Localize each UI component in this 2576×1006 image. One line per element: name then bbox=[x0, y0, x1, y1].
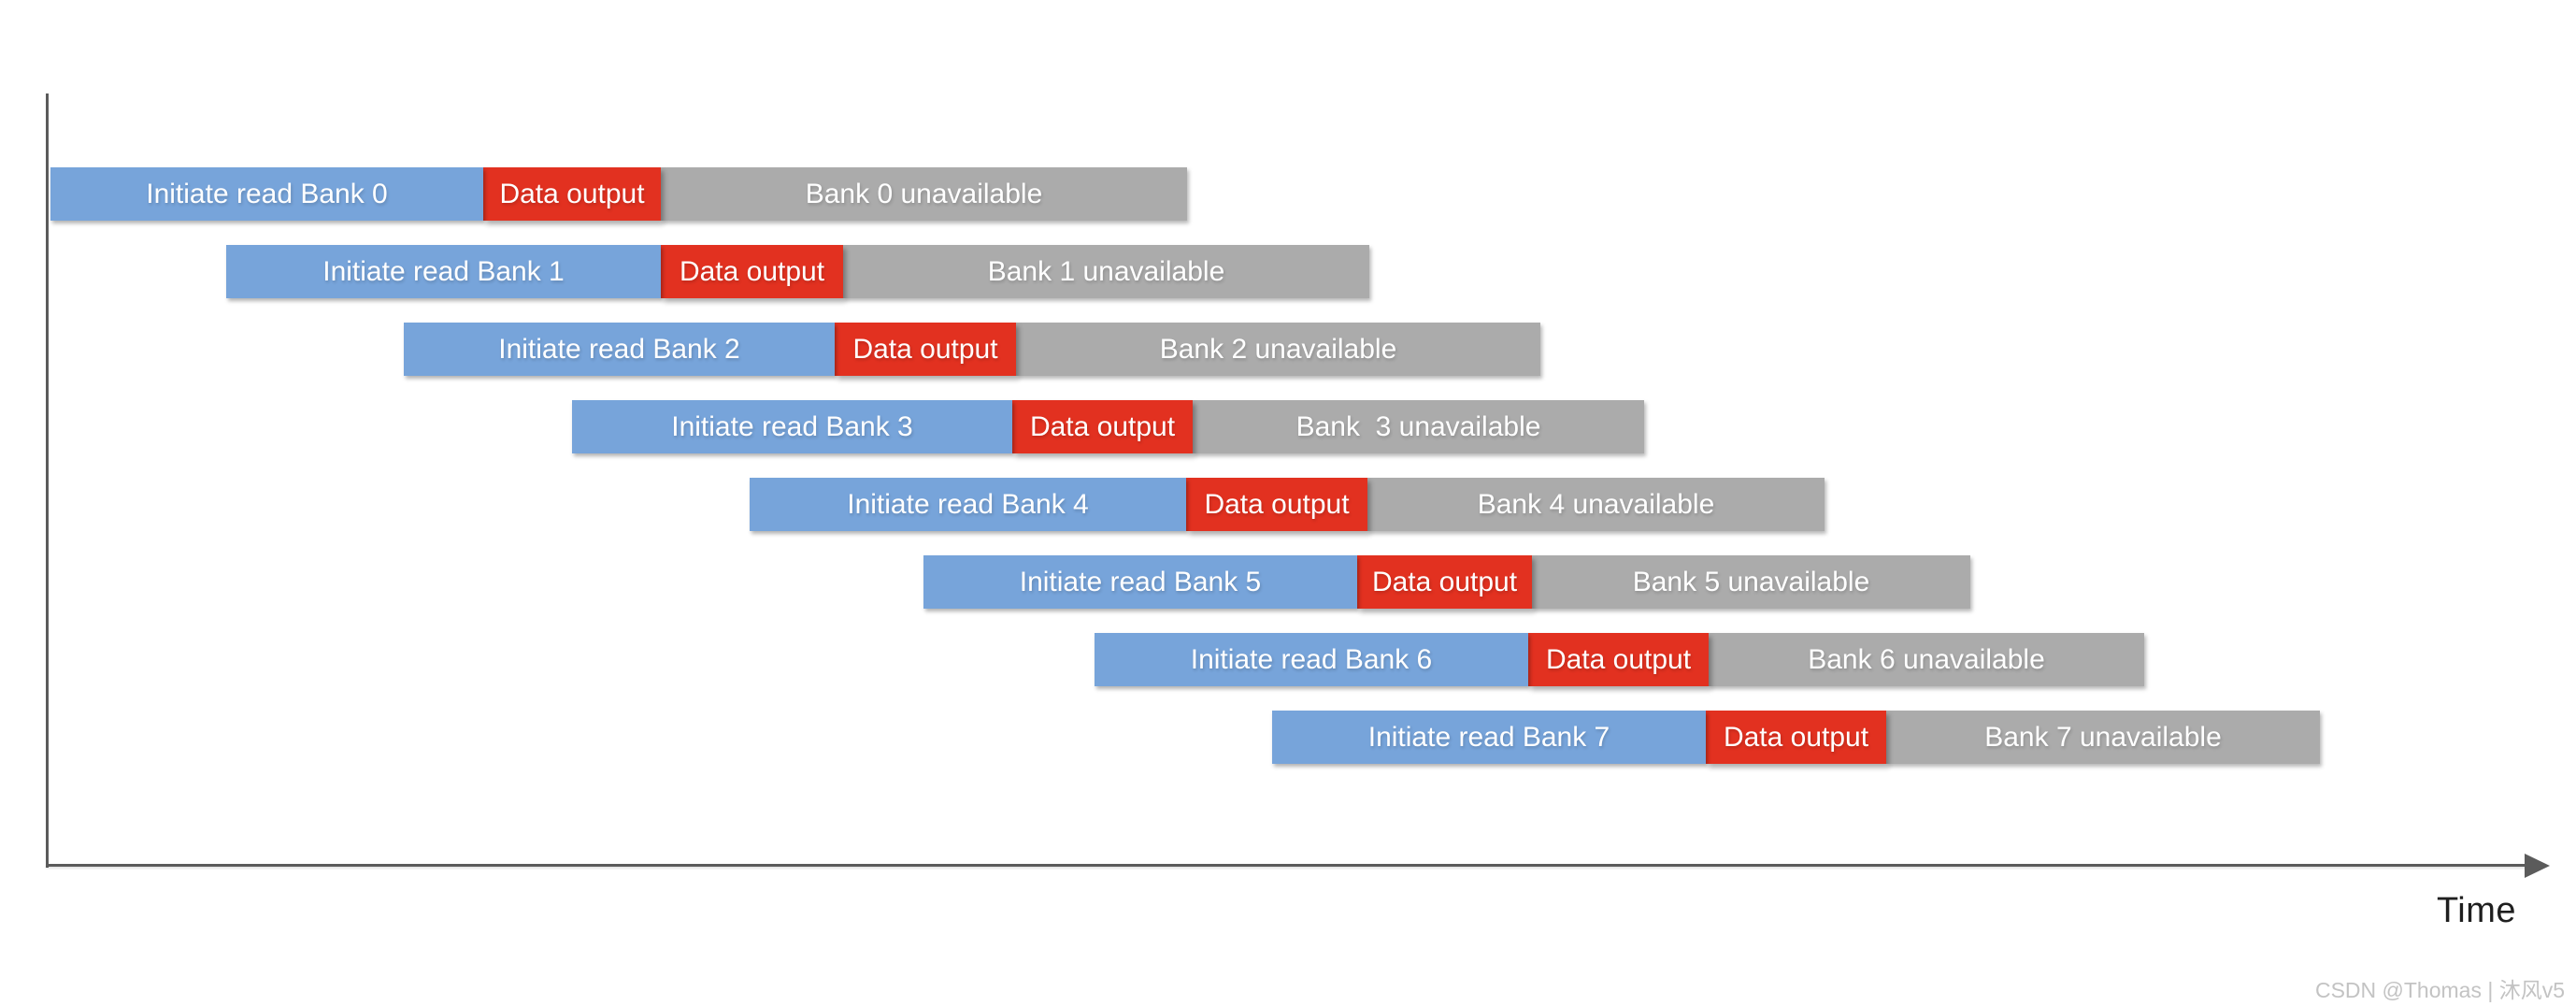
bar-label: Data output bbox=[852, 333, 998, 365]
bar-label: Data output bbox=[1723, 721, 1869, 753]
data-output-bar-bank-1: Data output bbox=[661, 245, 843, 298]
unavailable-bar-bank-6: Bank 6 unavailable bbox=[1709, 633, 2144, 686]
unavailable-bar-bank-5: Bank 5 unavailable bbox=[1532, 555, 1970, 609]
watermark-text: CSDN @Thomas | 沐风v5 bbox=[2314, 978, 2565, 1002]
bar-label: Data output bbox=[1029, 410, 1176, 442]
bar-label: Initiate read Bank 0 bbox=[146, 178, 388, 209]
initiate-read-bar-bank-6: Initiate read Bank 6 bbox=[1095, 633, 1528, 686]
unavailable-bar-bank-1: Bank 1 unavailable bbox=[843, 245, 1369, 298]
bar-label: Initiate read Bank 6 bbox=[1190, 643, 1433, 675]
initiate-read-bar-bank-1: Initiate read Bank 1 bbox=[226, 245, 661, 298]
bar-label: Bank 2 unavailable bbox=[1159, 333, 1397, 365]
data-output-bar-bank-7: Data output bbox=[1706, 711, 1886, 764]
data-output-bar-bank-5: Data output bbox=[1357, 555, 1532, 609]
bar-label: Data output bbox=[1545, 643, 1692, 675]
initiate-read-bar-bank-0: Initiate read Bank 0 bbox=[50, 167, 483, 221]
data-output-bar-bank-3: Data output bbox=[1012, 400, 1193, 453]
bar-label: Initiate read Bank 3 bbox=[671, 410, 913, 442]
bar-label: Data output bbox=[499, 178, 645, 209]
initiate-read-bar-bank-4: Initiate read Bank 4 bbox=[750, 478, 1186, 531]
bar-label: Bank 7 unavailable bbox=[1984, 721, 2222, 753]
unavailable-bar-bank-0: Bank 0 unavailable bbox=[661, 167, 1187, 221]
initiate-read-bar-bank-7: Initiate read Bank 7 bbox=[1272, 711, 1706, 764]
data-output-bar-bank-4: Data output bbox=[1186, 478, 1367, 531]
data-output-bar-bank-6: Data output bbox=[1528, 633, 1709, 686]
initiate-read-bar-bank-5: Initiate read Bank 5 bbox=[923, 555, 1357, 609]
initiate-read-bar-bank-2: Initiate read Bank 2 bbox=[404, 323, 835, 376]
unavailable-bar-bank-7: Bank 7 unavailable bbox=[1886, 711, 2320, 764]
time-axis-line bbox=[46, 864, 2528, 867]
unavailable-bar-bank-3: Bank 3 unavailable bbox=[1193, 400, 1644, 453]
bar-label: Bank 0 unavailable bbox=[805, 178, 1043, 209]
bar-label: Bank 6 unavailable bbox=[1808, 643, 2045, 675]
bar-label: Initiate read Bank 2 bbox=[498, 333, 740, 365]
unavailable-bar-bank-4: Bank 4 unavailable bbox=[1367, 478, 1825, 531]
bar-label: Data output bbox=[679, 255, 825, 287]
unavailable-bar-bank-2: Bank 2 unavailable bbox=[1016, 323, 1540, 376]
bar-label: Initiate read Bank 7 bbox=[1367, 721, 1610, 753]
bar-label: Data output bbox=[1204, 488, 1350, 520]
bar-label: Bank 4 unavailable bbox=[1477, 488, 1715, 520]
bar-label: Initiate read Bank 5 bbox=[1019, 566, 1262, 597]
bar-label: Initiate read Bank 1 bbox=[322, 255, 565, 287]
time-axis-arrowhead-icon bbox=[2525, 854, 2550, 878]
bar-label: Initiate read Bank 4 bbox=[847, 488, 1089, 520]
bar-label: Data output bbox=[1371, 566, 1518, 597]
initiate-read-bar-bank-3: Initiate read Bank 3 bbox=[572, 400, 1012, 453]
time-axis-label: Time bbox=[2437, 891, 2517, 930]
bar-label: Bank 1 unavailable bbox=[987, 255, 1225, 287]
vertical-axis-line bbox=[46, 93, 49, 868]
bar-label: Bank 5 unavailable bbox=[1632, 566, 1870, 597]
data-output-bar-bank-0: Data output bbox=[483, 167, 661, 221]
data-output-bar-bank-2: Data output bbox=[835, 323, 1016, 376]
bar-label: Bank 3 unavailable bbox=[1295, 410, 1541, 442]
